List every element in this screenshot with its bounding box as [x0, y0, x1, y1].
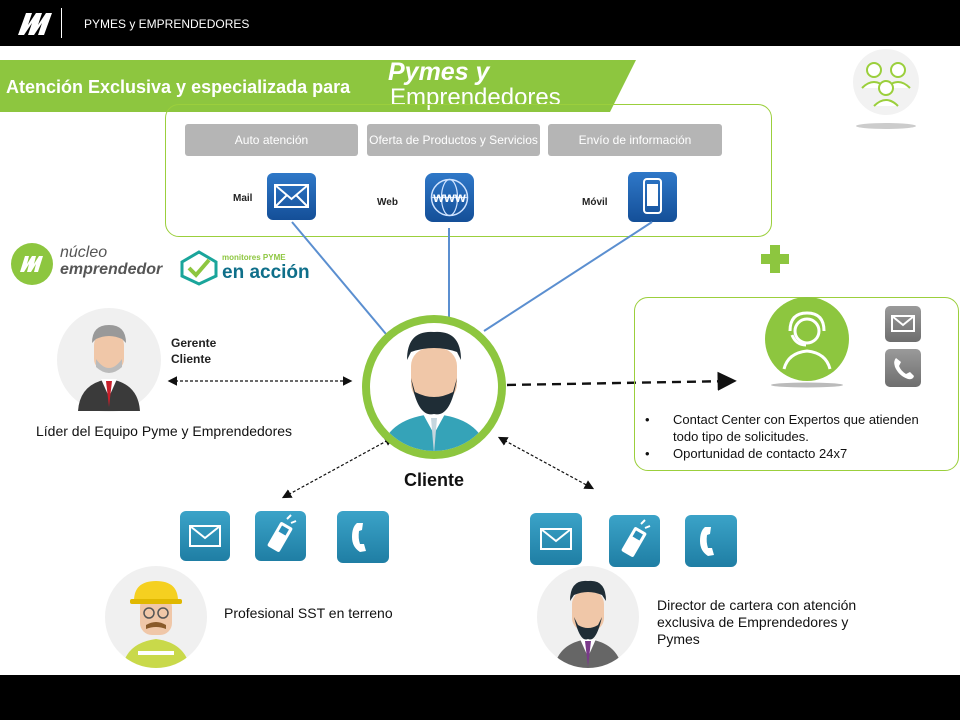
contact-bullet-1: •Contact Center con Expertos que atiende…	[645, 412, 919, 444]
channel-label-mail: Mail	[233, 193, 253, 204]
monitores-pyme-logo-icon	[180, 250, 218, 286]
pill-oferta-productos: Oferta de Productos y Servicios	[367, 124, 540, 156]
plus-icon	[761, 245, 789, 273]
banner-title: Atención Exclusiva y especializada para	[6, 77, 351, 97]
contact-center-panel	[634, 297, 959, 471]
logo-separator	[61, 8, 62, 38]
web-icon-text: www	[433, 189, 466, 205]
company-logo	[18, 13, 52, 35]
contact-phone-icon	[885, 349, 921, 387]
director-caption: Director de cartera con atención exclusi…	[657, 597, 857, 647]
contact-mail-icon	[885, 306, 921, 342]
sst-cellphone-icon	[255, 511, 306, 561]
header-title: PYMES y EMPRENDEDORES	[84, 17, 250, 31]
line-mobile-to-client	[483, 221, 653, 332]
director-avatar	[537, 566, 639, 668]
director-phone-icon	[685, 515, 737, 567]
channel-label-web: Web	[377, 197, 398, 208]
channels-panel	[165, 104, 772, 237]
sst-phone-icon	[337, 511, 389, 563]
mail-icon	[267, 173, 316, 220]
channel-label-movil: Móvil	[582, 197, 608, 208]
director-cellphone-icon	[609, 515, 660, 567]
sst-professional-avatar	[105, 566, 207, 668]
monitores-pyme-line1: monitores PYME	[222, 253, 286, 262]
manager-role-line1: Gerente	[171, 336, 217, 350]
contact-center-bullets: •Contact Center con Expertos que atiende…	[645, 411, 945, 462]
mobile-icon	[628, 172, 677, 222]
client-avatar	[362, 315, 506, 459]
monitores-pyme-line2: en acción	[222, 262, 310, 283]
manager-role-line2: Cliente	[171, 352, 212, 366]
sst-mail-icon	[180, 511, 230, 561]
contact-center-agent-icon	[765, 297, 849, 388]
arrow-client-director	[497, 436, 595, 490]
banner-brand-line1: Pymes y	[388, 58, 490, 86]
title-banner	[0, 60, 636, 112]
contact-bullet-2: •Oportunidad de contacto 24x7	[645, 446, 848, 461]
pill-envio-informacion: Envío de información	[548, 124, 722, 156]
team-icon	[853, 49, 919, 129]
pill-auto-atencion: Auto atención	[185, 124, 358, 156]
manager-caption: Líder del Equipo Pyme y Emprendedores	[36, 423, 293, 439]
top-bar	[0, 0, 960, 46]
client-label: Cliente	[404, 470, 465, 490]
nucleo-emprendedor-line2: emprendedor	[60, 261, 163, 278]
bottom-bar	[0, 675, 960, 720]
banner-brand-line2: Emprendedores	[390, 84, 561, 111]
manager-avatar	[57, 308, 161, 412]
director-mail-icon	[530, 513, 582, 565]
nucleo-emprendedor-line1: núcleo	[60, 244, 108, 261]
nucleo-emprendedor-logo-icon	[11, 243, 53, 285]
web-icon: www	[425, 173, 474, 222]
sst-caption: Profesional SST en terreno	[224, 605, 393, 621]
